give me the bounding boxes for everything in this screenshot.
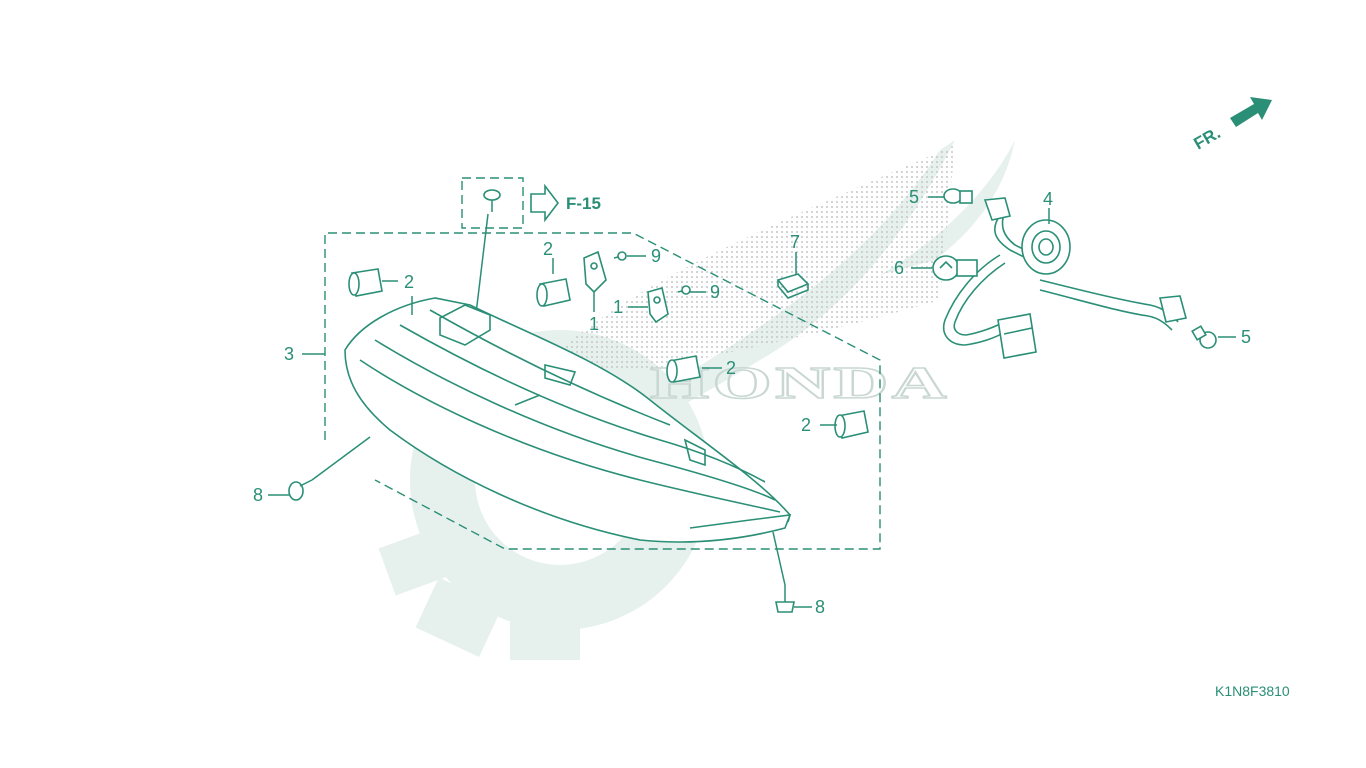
connector-icon bbox=[997, 313, 1037, 359]
bulb-icon bbox=[1191, 325, 1217, 349]
bulb-socket-icon bbox=[1021, 219, 1071, 275]
callout-label[interactable]: 9 bbox=[651, 246, 661, 266]
nut-icon bbox=[776, 273, 810, 299]
bulb-icon bbox=[932, 255, 978, 281]
clip-icon bbox=[647, 286, 669, 324]
socket-icon bbox=[983, 197, 1187, 323]
callout-label[interactable]: 5 bbox=[1241, 327, 1251, 347]
rubber-sleeve-icon bbox=[834, 410, 869, 439]
callout-labels: 2 2 2 2 1 1 9 9 7 4 5 5 6 3 8 8 bbox=[253, 187, 1251, 617]
callout-label[interactable]: 7 bbox=[790, 232, 800, 252]
callout-label[interactable]: 1 bbox=[589, 314, 599, 334]
bolt-icon bbox=[772, 531, 795, 613]
callout-label[interactable]: 9 bbox=[710, 282, 720, 302]
callout-label[interactable]: 2 bbox=[801, 415, 811, 435]
wire-harness bbox=[943, 197, 1187, 359]
screw-icon bbox=[613, 251, 627, 261]
screw-icon bbox=[677, 285, 691, 295]
callout-leaders bbox=[268, 196, 1236, 608]
callout-label[interactable]: 8 bbox=[815, 597, 825, 617]
assembly-bracket bbox=[324, 232, 881, 550]
reference-box bbox=[461, 177, 524, 229]
reference-group: F-15 bbox=[461, 177, 601, 323]
clip-icon bbox=[583, 250, 607, 294]
rubber-sleeve-icon bbox=[348, 268, 383, 297]
direction-label: FR. bbox=[1191, 123, 1224, 153]
diagram-code: K1N8F3810 bbox=[1215, 683, 1290, 699]
callout-label[interactable]: 1 bbox=[613, 297, 623, 317]
callout-label[interactable]: 2 bbox=[543, 239, 553, 259]
reference-label[interactable]: F-15 bbox=[566, 194, 601, 213]
headlight-housing bbox=[344, 296, 792, 543]
honda-watermark-text: HONDA bbox=[650, 357, 950, 408]
bolt-icon bbox=[288, 436, 371, 501]
callout-label[interactable]: 2 bbox=[404, 272, 414, 292]
callout-label[interactable]: 4 bbox=[1043, 189, 1053, 209]
callout-label[interactable]: 6 bbox=[894, 258, 904, 278]
callout-label[interactable]: 5 bbox=[909, 187, 919, 207]
bulb-icon bbox=[943, 188, 973, 204]
direction-marker: FR. bbox=[1191, 97, 1272, 153]
screw-icon bbox=[483, 189, 501, 212]
rubber-sleeve-icon bbox=[536, 278, 571, 307]
callout-label[interactable]: 8 bbox=[253, 485, 263, 505]
rubber-sleeve-icon bbox=[666, 355, 701, 383]
callout-label[interactable]: 3 bbox=[284, 344, 294, 364]
arrow-forward-icon bbox=[1230, 97, 1272, 127]
callout-label[interactable]: 2 bbox=[726, 358, 736, 378]
arrow-right-outline-icon bbox=[530, 183, 560, 223]
